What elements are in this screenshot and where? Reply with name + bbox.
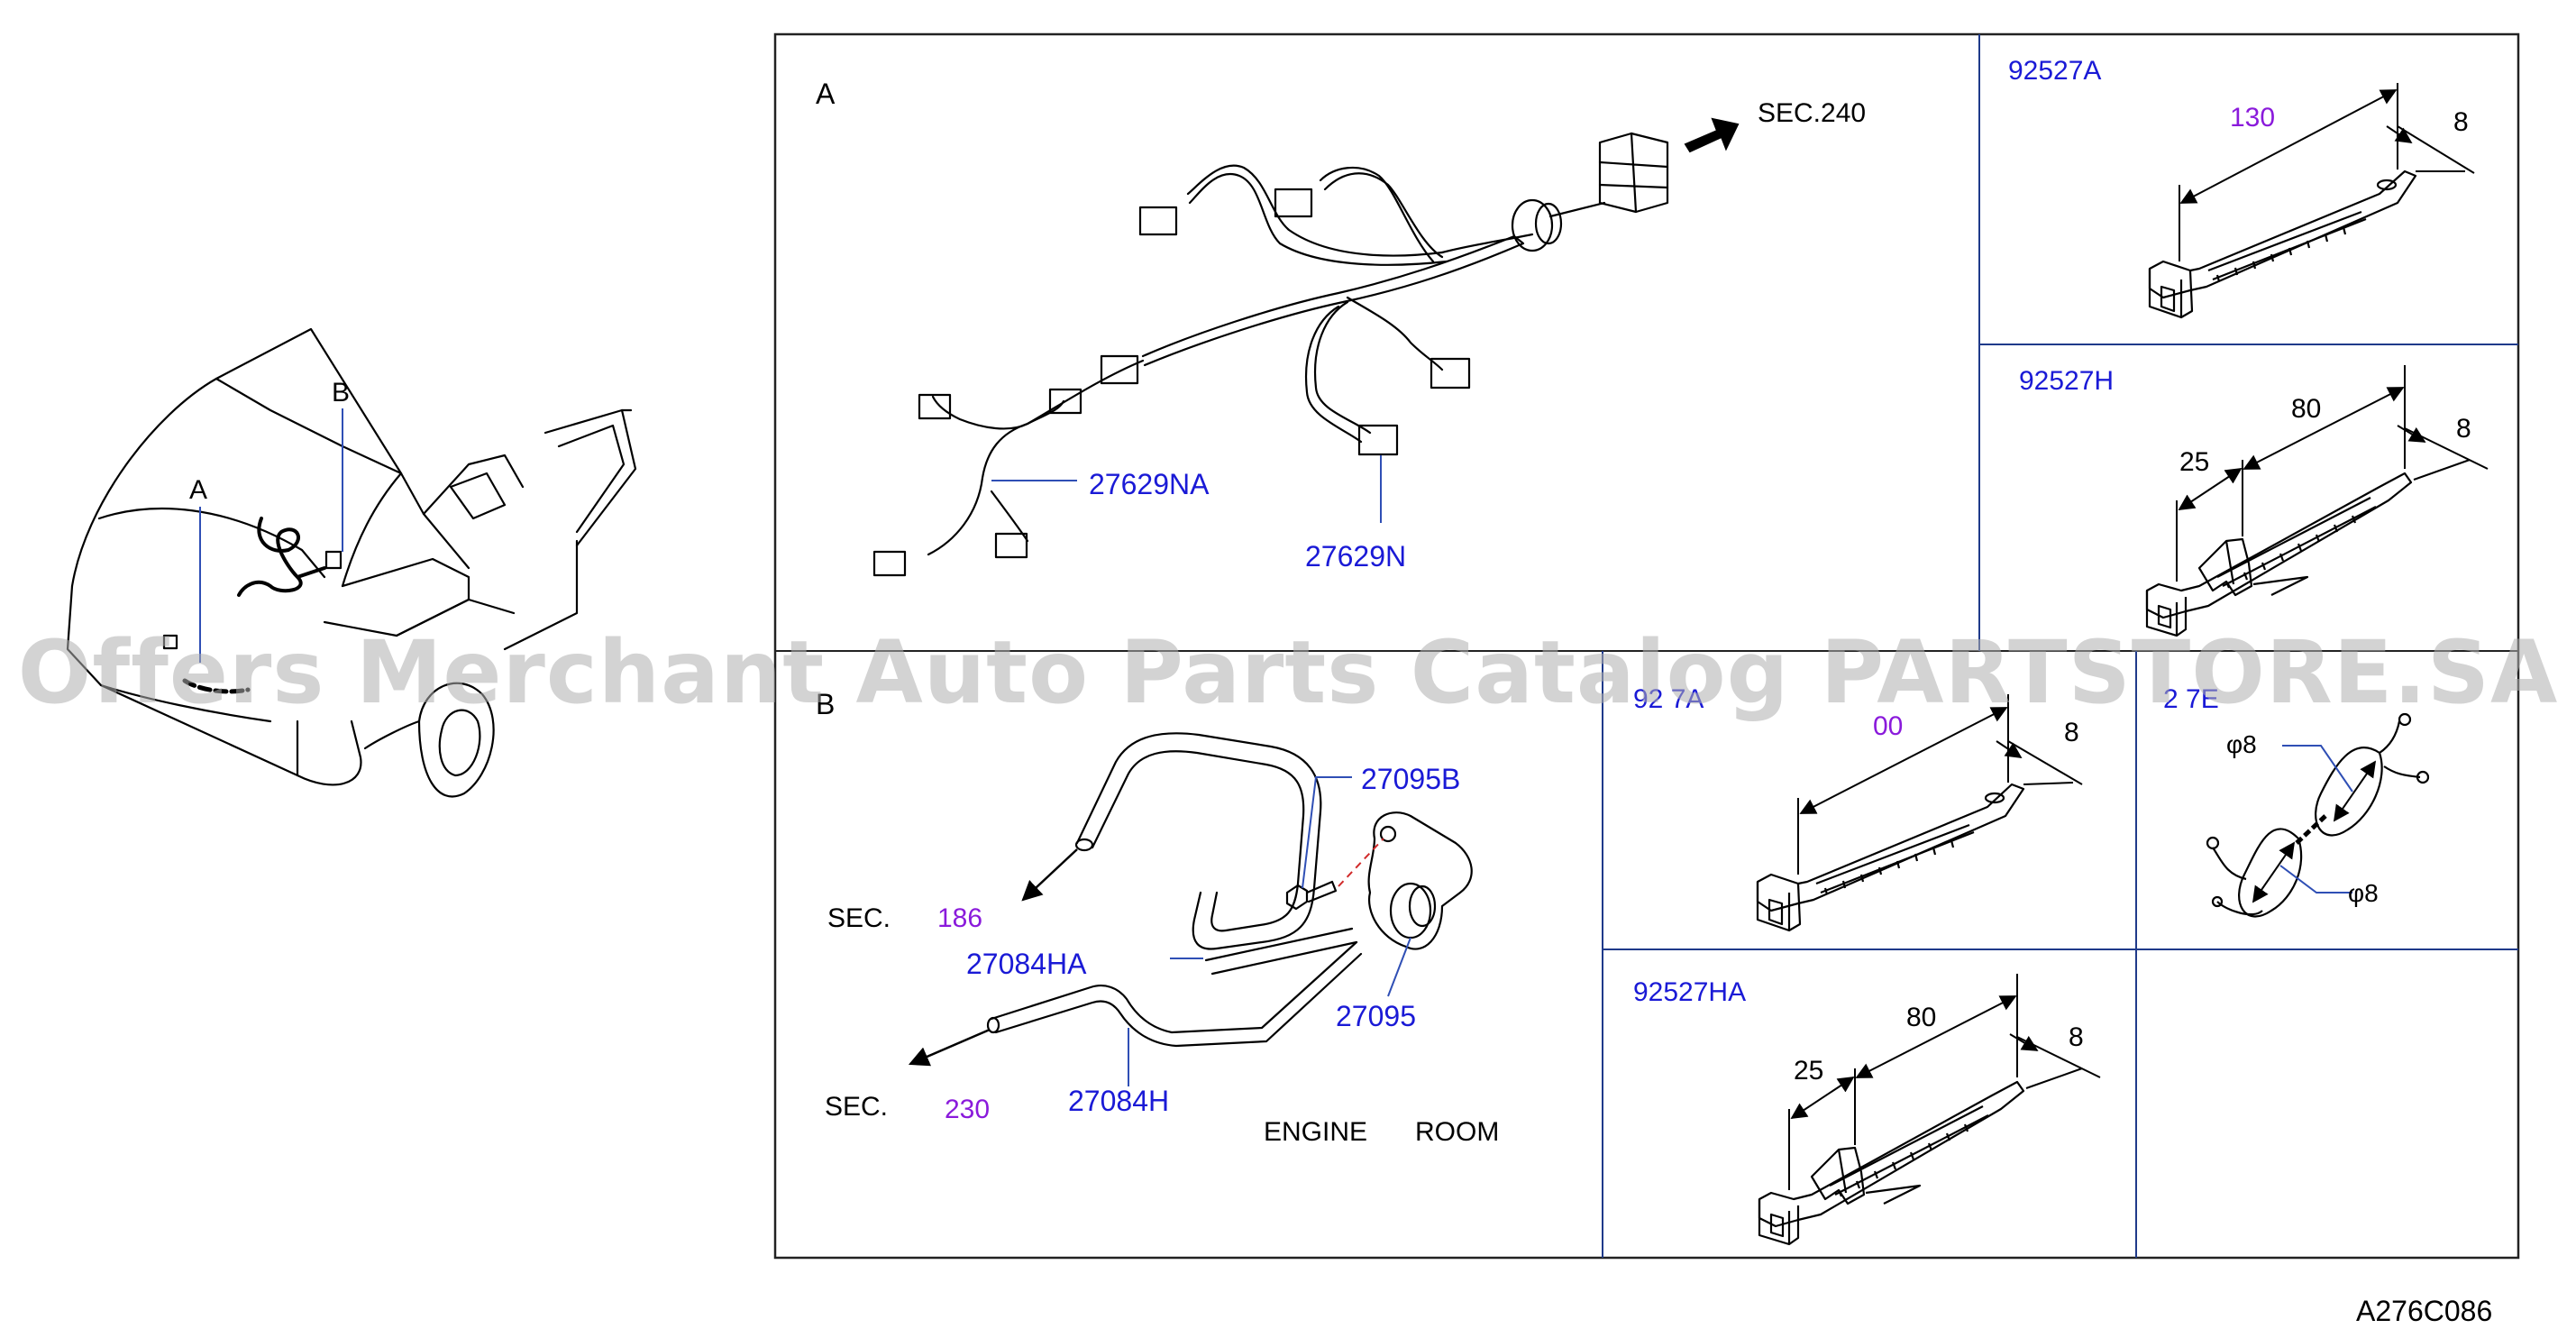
clip-grommet-drawing	[2206, 712, 2430, 918]
clip-grommet-dims	[2252, 760, 2377, 903]
panel-b-hoses	[986, 732, 1473, 1048]
part-number-27095[interactable]: 27095	[1336, 1000, 1416, 1032]
clip-92527a-drawing	[2148, 170, 2417, 319]
panel-a-label: A	[816, 78, 836, 110]
clip-grommet-dim-1: φ8	[2226, 730, 2257, 758]
vehicle-harness-a	[182, 678, 251, 694]
clip-92527h-length: 80	[2291, 394, 2321, 424]
sec-230-prefix: SEC.	[825, 1092, 888, 1122]
panel-b-arrows	[908, 848, 1078, 1067]
clip-92527ha-part[interactable]: 92527HA	[1633, 977, 1746, 1007]
clip-92527ha-offset: 25	[1794, 1056, 1823, 1086]
location-engine: ENGINE	[1264, 1117, 1367, 1147]
clip-92527a-length: 130	[2230, 103, 2275, 133]
vehicle-harness-b	[237, 517, 326, 597]
clip-92527a-lower-width: 8	[2064, 718, 2079, 747]
clip-92527h-dims	[2176, 365, 2489, 582]
vehicle-connector-b	[324, 550, 343, 570]
overview-label-a: A	[189, 475, 207, 505]
clip-92527a-lower-dims	[1797, 694, 2083, 875]
panel-b-leaders	[1128, 776, 1411, 1086]
part-number-27629na[interactable]: 27629NA	[1089, 468, 1210, 500]
vehicle-connector-a	[162, 634, 178, 650]
panel-a-harness	[872, 132, 1669, 577]
clip-92527a-part[interactable]: 92527A	[2008, 56, 2101, 86]
sec-230-number[interactable]: 230	[945, 1095, 990, 1124]
bolt-alignment-line	[1338, 838, 1384, 887]
location-room: ROOM	[1415, 1117, 1499, 1147]
clip-grommet-part[interactable]: 2 7E	[2163, 684, 2219, 714]
panel-a-leaders	[991, 455, 1382, 523]
sec-186-prefix: SEC.	[827, 903, 891, 933]
clip-92527a-width: 8	[2453, 107, 2469, 137]
vehicle-body-outline	[70, 327, 403, 588]
clip-grommet-leaders	[2279, 745, 2353, 894]
overview-label-b: B	[332, 378, 350, 408]
clip-92527a-lower-length: 00	[1873, 711, 1903, 741]
clip-grommet-dim-2: φ8	[2348, 879, 2379, 907]
part-number-27084ha[interactable]: 27084HA	[966, 948, 1087, 980]
panel-b-label: B	[816, 688, 835, 720]
figure-code: A276C086	[2356, 1295, 2492, 1327]
panel-frames	[773, 32, 2520, 1260]
clip-92527h-offset: 25	[2179, 447, 2209, 477]
clip-92527a-lower-drawing	[1756, 783, 2025, 932]
clip-92527ha-dims	[1788, 974, 2101, 1190]
clip-92527ha-length: 80	[1906, 1003, 1936, 1032]
clip-92527h-drawing	[2145, 472, 2413, 637]
clip-92527ha-width: 8	[2069, 1022, 2084, 1052]
clip-92527ha-drawing	[1758, 1080, 2025, 1246]
clip-92527h-width: 8	[2456, 414, 2471, 444]
overview-leaders	[199, 408, 343, 663]
clip-92527a-lower-part[interactable]: 92 7A	[1633, 684, 1704, 714]
part-number-27084h[interactable]: 27084H	[1068, 1085, 1169, 1117]
clip-92527h-part[interactable]: 92527H	[2019, 366, 2114, 396]
part-number-27629n[interactable]: 27629N	[1305, 540, 1406, 573]
vehicle-overview	[66, 327, 637, 798]
sec-186-number[interactable]: 186	[937, 903, 982, 933]
panel-a-sec-ref: SEC.240	[1758, 98, 1866, 128]
part-number-27095b[interactable]: 27095B	[1361, 763, 1460, 795]
clip-92527a-dims	[2179, 83, 2475, 261]
sec240-arrow	[1684, 117, 1740, 153]
